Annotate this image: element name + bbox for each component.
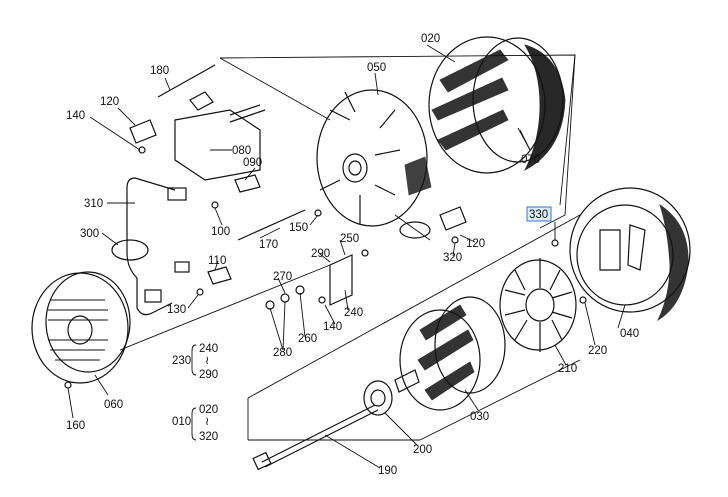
- label-300: 300: [80, 228, 99, 240]
- bearing: [363, 380, 393, 416]
- label-120-right: 120: [466, 238, 485, 250]
- label-190: 190: [378, 465, 397, 477]
- label-140-top: 140: [66, 110, 85, 122]
- range-top-020: 020: [199, 404, 218, 416]
- wiring-harness: [111, 177, 190, 316]
- label-070: 070: [521, 154, 540, 166]
- label-160: 160: [66, 420, 85, 432]
- label-120-top: 120: [100, 96, 119, 108]
- stator-assembly: [428, 36, 566, 174]
- label-100: 100: [211, 226, 230, 238]
- label-130: 130: [167, 304, 186, 316]
- range-sep-230: ≀: [205, 355, 209, 367]
- range-top-240: 240: [199, 343, 218, 355]
- label-090: 090: [243, 157, 262, 169]
- label-280: 280: [273, 347, 292, 359]
- label-200: 200: [413, 444, 432, 456]
- regulator: [174, 91, 266, 193]
- label-310: 310: [84, 198, 103, 210]
- label-180: 180: [150, 65, 169, 77]
- part-labels: 020 050 070 180 120 140 080 090 310 100 …: [66, 33, 639, 477]
- label-050: 050: [367, 62, 386, 74]
- range-group-010: 010 020 ≀ 320: [172, 404, 218, 443]
- label-170: 170: [259, 239, 278, 251]
- rear-housing: [569, 187, 691, 322]
- label-240: 240: [344, 307, 363, 319]
- label-260: 260: [298, 333, 317, 345]
- label-150: 150: [289, 222, 308, 234]
- label-020: 020: [421, 33, 440, 45]
- label-330: 330: [529, 209, 548, 221]
- label-030: 030: [470, 411, 489, 423]
- label-210: 210: [558, 363, 577, 375]
- range-key-010: 010: [172, 416, 191, 428]
- label-110: 110: [208, 255, 226, 267]
- range-brackets: [191, 344, 197, 441]
- label-290: 290: [311, 248, 330, 260]
- rear-cover: [31, 271, 131, 384]
- front-housing: [316, 89, 432, 241]
- label-320: 320: [443, 252, 462, 264]
- label-220: 220: [588, 345, 607, 357]
- range-key-230: 230: [172, 355, 191, 367]
- label-140-mid: 140: [323, 321, 342, 333]
- long-bolts: [157, 64, 306, 241]
- highlight-box-330: [526, 206, 552, 222]
- label-270: 270: [273, 271, 292, 283]
- rotor: [394, 296, 506, 411]
- range-bottom-320: 320: [199, 431, 218, 443]
- range-bottom-290: 290: [199, 369, 218, 381]
- label-060: 060: [104, 399, 123, 411]
- range-group-230: 230 240 ≀ 290: [172, 343, 218, 381]
- label-080: 080: [232, 145, 251, 157]
- label-250: 250: [340, 233, 359, 245]
- range-sep-010: ≀: [205, 416, 209, 428]
- label-040: 040: [620, 328, 639, 340]
- frame-lines: [119, 54, 581, 441]
- through-bolt: [252, 404, 379, 471]
- leader-lines: [67, 44, 626, 469]
- cooling-fan: [499, 258, 577, 352]
